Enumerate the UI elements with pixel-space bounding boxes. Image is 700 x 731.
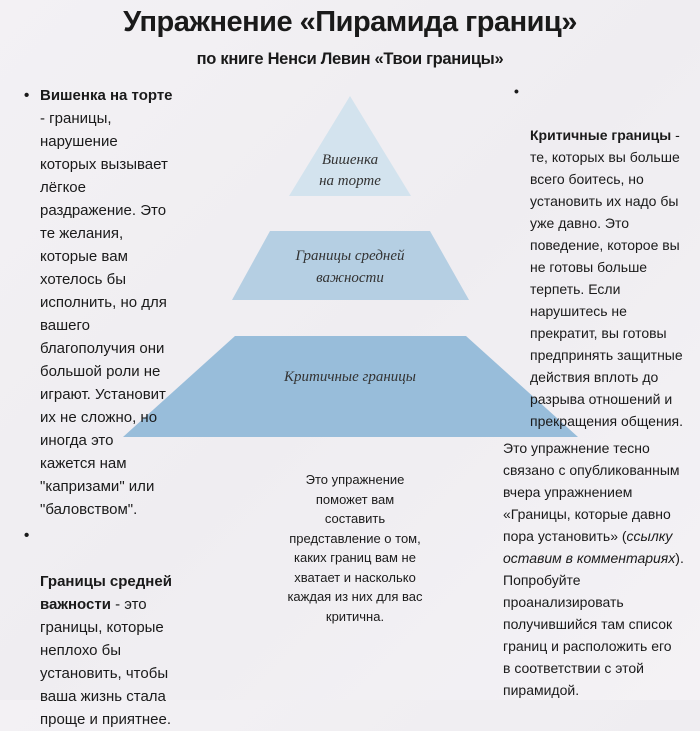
note-text: Это упражнение тесно связано с опубликов…	[503, 440, 680, 544]
pyramid-top-label: Вишенка на торте	[319, 152, 381, 189]
page-title: Упражнение «Пирамида границ»	[123, 6, 577, 38]
bullet-dot: •	[24, 527, 30, 544]
note-link-hint: ссылку оставим в комментариях	[503, 528, 676, 566]
bullet-medium-boundaries: • Границы средней важности - это границы…	[24, 524, 200, 731]
pyramid-bottom-label: Критичные границы	[284, 369, 416, 385]
bullet-term: Границы средней важности	[40, 573, 172, 613]
pyramid-diagram	[123, 96, 578, 437]
pyramid-bottom-tier	[123, 336, 578, 437]
bullet-term: Критичные границы	[530, 127, 672, 143]
bullet-body: - это границы, которые неплохо бы устано…	[40, 596, 172, 728]
bullet-term: Вишенка на торте	[40, 87, 173, 104]
pyramid-top-tier	[289, 96, 411, 196]
note-text-cont: ). Попробуйте проанализировать получивши…	[503, 550, 684, 698]
bullet-cherry-on-top: • Вишенка на торте - границы, нарушение …	[24, 84, 190, 521]
page-subtitle: по книге Ненси Левин «Твои границы»	[196, 50, 504, 68]
center-note: Это упражнение поможет вам составить пре…	[287, 472, 423, 624]
bullet-dot: •	[24, 87, 30, 104]
pyramid-middle-label: Границы средней важности	[295, 248, 405, 286]
bullet-dot: •	[514, 83, 519, 99]
related-exercise-note: Это упражнение тесно связано с опубликов…	[503, 437, 700, 701]
bullet-body: - те, которых вы больше всего боитесь, н…	[530, 127, 683, 429]
bullet-body: - границы, нарушение которых вызывает лё…	[40, 110, 168, 518]
bullet-critical-boundaries: • Критичные границы - те, которых вы бол…	[514, 80, 700, 432]
pyramid-middle-tier	[232, 231, 469, 300]
